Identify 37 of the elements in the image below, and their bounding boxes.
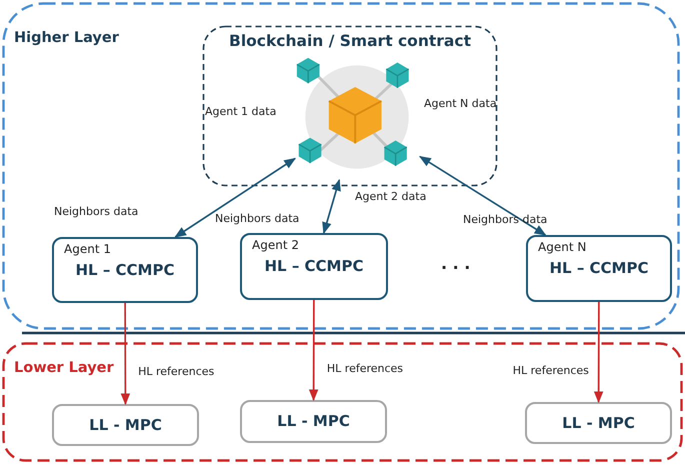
edge-label: HL references <box>512 364 589 377</box>
arrow <box>308 300 318 402</box>
edge-label: HL references <box>326 362 404 375</box>
lower-layer-region <box>2 342 683 462</box>
data-label: Neighbors data <box>54 205 138 218</box>
edge-label: HL references <box>138 365 214 378</box>
mpc-box <box>240 400 387 443</box>
data-label: Agent 2 data <box>355 190 426 203</box>
controller-box <box>526 235 672 302</box>
agent-name: Agent N <box>538 240 586 254</box>
arrow <box>174 158 296 238</box>
agent-name: Agent 1 <box>64 242 111 256</box>
controller-name: LL - MPC <box>276 412 351 430</box>
data-label: Agent 1 data <box>205 105 276 118</box>
controller-name: HL – CCMPC <box>74 261 176 279</box>
arrow <box>419 156 546 236</box>
controller-box <box>52 237 198 303</box>
controller-name: HL – CCMPC <box>263 257 364 275</box>
arrow <box>120 303 130 406</box>
blockchain-region <box>202 25 498 187</box>
data-label: Neighbors data <box>215 212 300 225</box>
layer-title: Higher Layer <box>14 30 119 46</box>
agent-name: Agent 2 <box>252 238 299 252</box>
mpc-box <box>525 402 672 444</box>
higher-layer-region <box>2 2 680 330</box>
ellipsis: · · · <box>441 258 470 277</box>
arrow <box>322 178 341 234</box>
controller-name: LL - MPC <box>561 414 636 432</box>
data-label: Neighbors data <box>463 213 548 226</box>
data-label: Agent N data <box>424 97 497 110</box>
mpc-box <box>52 404 199 446</box>
controller-box <box>240 233 388 300</box>
layer-title: Lower Layer <box>14 360 114 376</box>
controller-name: HL – CCMPC <box>548 259 650 277</box>
region-title: Blockchain / Smart contract <box>228 32 472 50</box>
controller-name: LL - MPC <box>88 416 163 434</box>
arrow <box>594 302 604 404</box>
